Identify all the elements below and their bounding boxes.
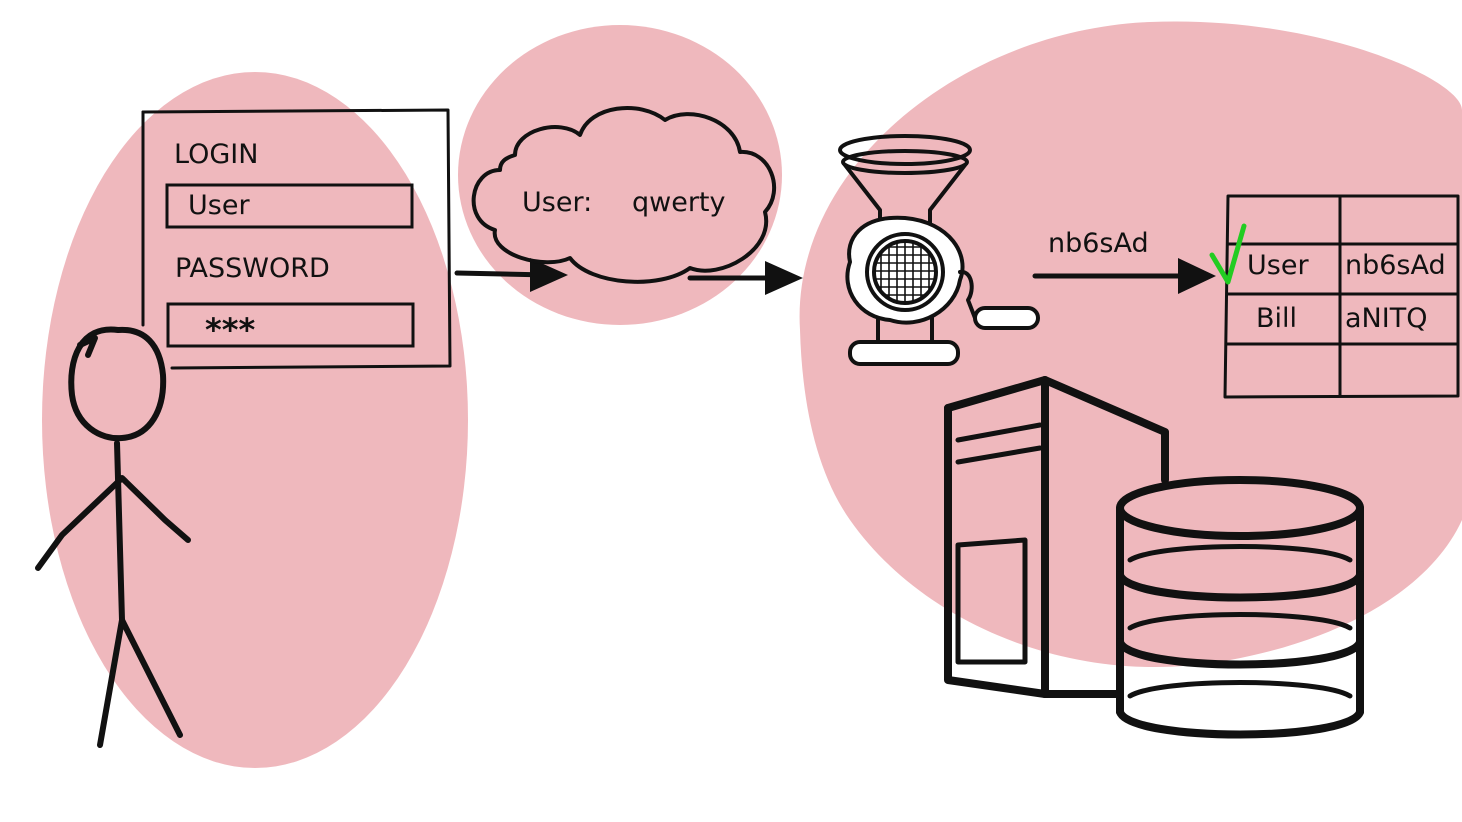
table-cell-hash: aNITQ: [1345, 303, 1427, 334]
user-zone-blob: [42, 72, 468, 768]
server-tower-icon: [944, 376, 1169, 698]
stick-figure-icon: [35, 326, 191, 748]
hash-output-label: nb6sAd: [1048, 228, 1149, 259]
check-icon: [1209, 223, 1247, 285]
meat-grinder-icon: [838, 134, 1040, 366]
credentials-table: User nb6sAd Bill aNITQ: [1209, 194, 1460, 399]
table-row: User nb6sAd: [1247, 250, 1446, 281]
arrow-cloud-to-grinder: [687, 261, 803, 295]
table-row: Bill aNITQ: [1256, 303, 1427, 334]
transit-zone-blob: [458, 25, 782, 325]
password-input[interactable]: [166, 302, 415, 348]
password-label: PASSWORD: [175, 253, 330, 284]
table-cell-name: Bill: [1256, 303, 1297, 334]
cloud-label: User:: [522, 187, 592, 218]
cloud-value: qwerty: [632, 187, 726, 218]
table-cell-hash: nb6sAd: [1345, 250, 1446, 281]
arrow-grinder-to-table: [1032, 258, 1216, 294]
login-label: LOGIN: [174, 139, 258, 170]
user-input-value: User: [188, 190, 250, 221]
cloud-icon: User: qwerty: [471, 106, 776, 284]
table-cell-name: User: [1247, 250, 1309, 281]
arrow-form-to-cloud: [454, 258, 568, 292]
user-input[interactable]: [165, 183, 414, 229]
login-form: LOGIN User PASSWORD ***: [141, 108, 452, 370]
database-icon: [1116, 476, 1364, 739]
password-input-value: ***: [205, 311, 255, 349]
